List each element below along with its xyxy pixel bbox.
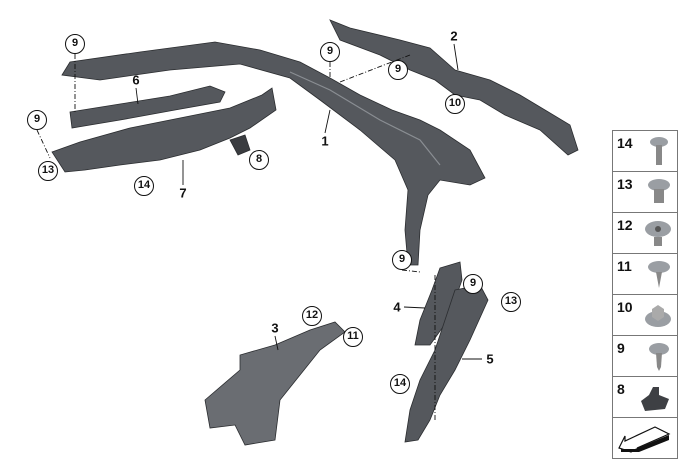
part-3-shield bbox=[204, 321, 346, 446]
flange-nut-icon bbox=[645, 305, 671, 327]
callout-10[interactable]: 10 bbox=[445, 94, 465, 114]
label-part-2[interactable]: 2 bbox=[450, 28, 458, 44]
callout-9[interactable]: 9 bbox=[27, 110, 47, 130]
legend-number: 8 bbox=[617, 381, 625, 397]
expanding-rivet-icon bbox=[648, 179, 670, 203]
callout-12[interactable]: 12 bbox=[302, 306, 322, 326]
clip-nut-icon bbox=[645, 221, 671, 246]
legend-number: 14 bbox=[617, 135, 633, 151]
clip-icon bbox=[641, 387, 669, 411]
part-5-bracket bbox=[404, 284, 489, 443]
label-part-4[interactable]: 4 bbox=[393, 299, 401, 315]
legend-item-8[interactable]: 8 bbox=[613, 377, 677, 418]
callout-14[interactable]: 14 bbox=[390, 374, 410, 394]
part-8-clip bbox=[229, 134, 251, 156]
legend-number: 11 bbox=[617, 258, 632, 274]
callout-9[interactable]: 9 bbox=[65, 34, 85, 54]
legend-number: 12 bbox=[617, 217, 633, 233]
legend-item-11[interactable]: 11 bbox=[613, 254, 677, 295]
callout-9[interactable]: 9 bbox=[320, 42, 340, 62]
hex-screw-icon bbox=[649, 343, 669, 371]
legend-item-10[interactable]: 10 bbox=[613, 295, 677, 336]
self-tapping-screw-icon bbox=[648, 261, 670, 288]
part-2-bracket bbox=[329, 19, 579, 156]
callout-9[interactable]: 9 bbox=[463, 274, 483, 294]
direction-arrow-icon bbox=[618, 426, 671, 453]
screw-icon bbox=[650, 137, 668, 165]
label-part-3[interactable]: 3 bbox=[271, 320, 279, 336]
part-4-strip bbox=[414, 261, 463, 346]
legend-item-14[interactable]: 14 bbox=[613, 131, 677, 172]
label-part-6[interactable]: 6 bbox=[132, 72, 140, 88]
legend-number: 13 bbox=[617, 176, 633, 192]
callout-9[interactable]: 9 bbox=[388, 60, 408, 80]
part-1-frame bbox=[61, 41, 486, 266]
callout-9[interactable]: 9 bbox=[392, 250, 412, 270]
legend-item-13[interactable]: 13 bbox=[613, 172, 677, 213]
legend-arrow-cell bbox=[613, 418, 677, 458]
callout-11[interactable]: 11 bbox=[343, 327, 363, 347]
callout-14[interactable]: 14 bbox=[134, 176, 154, 196]
part-7-bracket bbox=[51, 87, 277, 173]
label-part-5[interactable]: 5 bbox=[486, 351, 494, 367]
legend-number: 9 bbox=[617, 340, 625, 356]
label-part-1[interactable]: 1 bbox=[321, 133, 329, 149]
label-part-7[interactable]: 7 bbox=[179, 185, 187, 201]
legend-item-9[interactable]: 9 bbox=[613, 336, 677, 377]
callout-13[interactable]: 13 bbox=[501, 292, 521, 312]
legend-number: 10 bbox=[617, 299, 633, 315]
part-6-strip bbox=[69, 85, 226, 129]
callout-8[interactable]: 8 bbox=[249, 150, 269, 170]
fastener-legend-panel: 14 13 12 11 10 9 8 bbox=[612, 130, 678, 459]
callout-13[interactable]: 13 bbox=[38, 161, 58, 181]
legend-item-12[interactable]: 12 bbox=[613, 213, 677, 254]
